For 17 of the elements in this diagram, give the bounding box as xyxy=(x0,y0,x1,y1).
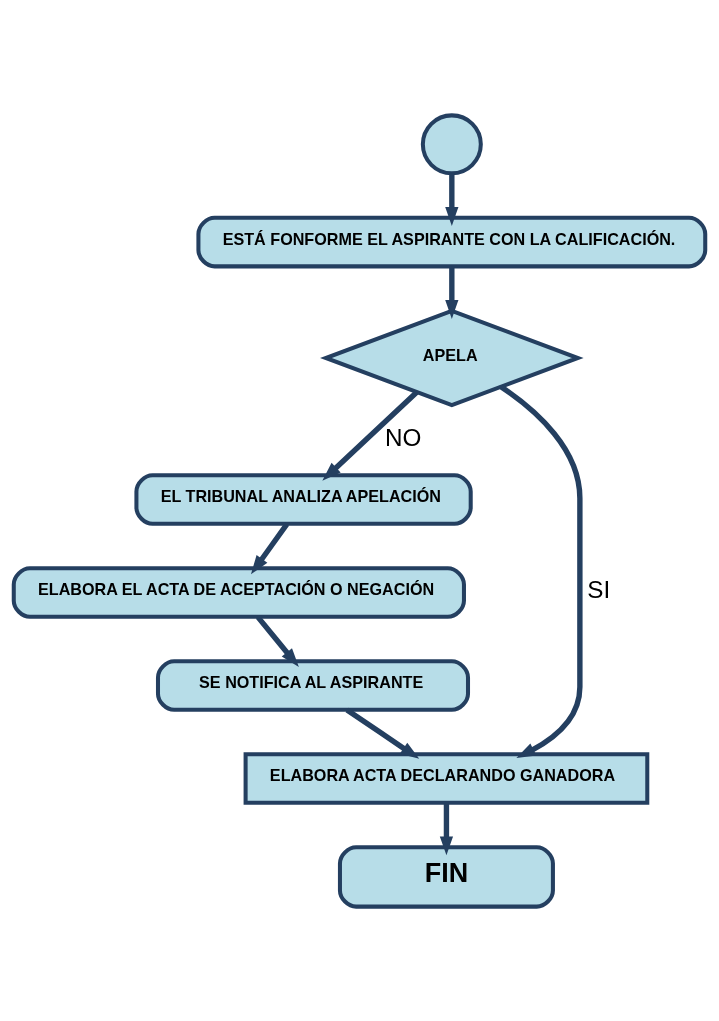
arrow xyxy=(250,522,290,574)
edge-label: SI xyxy=(587,575,611,603)
arrow xyxy=(345,707,420,759)
node-box: FIN xyxy=(337,844,555,909)
edge-label: NO xyxy=(385,423,422,451)
node-box: SE NOTIFICA AL ASPIRANTE xyxy=(155,658,471,712)
node-box: ELABORA ACTA DECLARANDO GANADORA xyxy=(243,751,650,805)
node-diamond: APELA xyxy=(320,308,584,407)
arrow xyxy=(322,389,419,481)
node-box: ESTÁ FONFORME EL ASPIRANTE CON LA CALIFICACIÓN. xyxy=(196,215,708,268)
arrow xyxy=(499,384,583,758)
arrow xyxy=(445,266,459,319)
arrow xyxy=(445,173,459,226)
node-box: ELABORA EL ACTA DE ACEPTACIÓN O NEGACIÓN xyxy=(11,565,466,619)
arrow xyxy=(439,802,454,855)
node-circle xyxy=(420,112,483,175)
node-box: EL TRIBUNAL ANALIZA APELACIÓN xyxy=(134,472,473,526)
